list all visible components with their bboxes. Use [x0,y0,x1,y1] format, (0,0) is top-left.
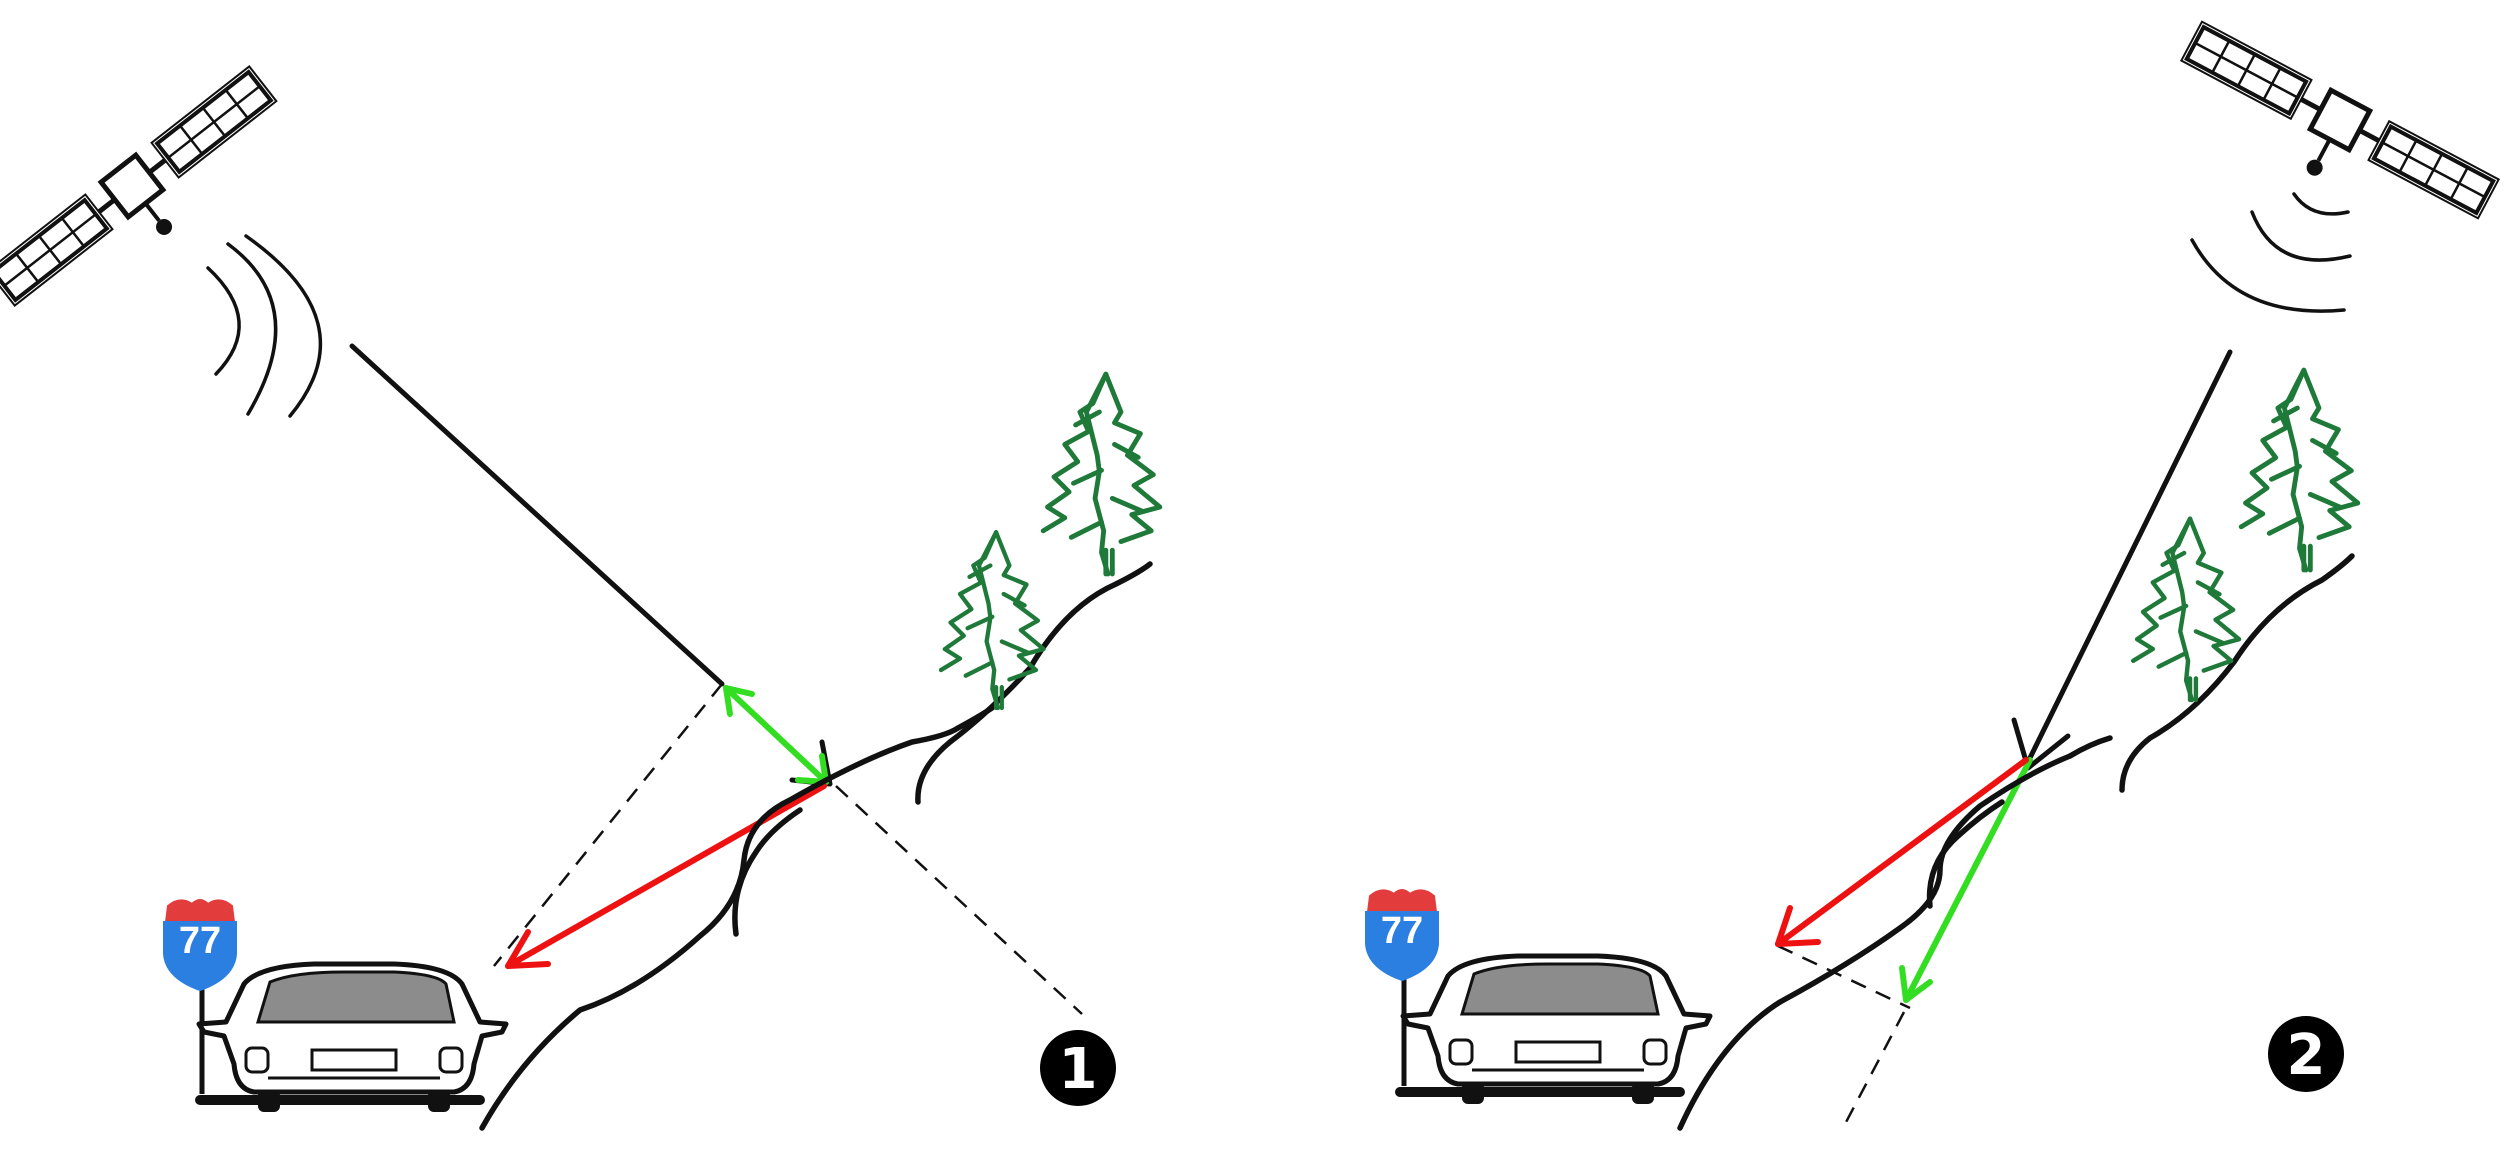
road-sign-number: 77 [179,920,221,962]
mountain-slope [479,561,1153,1131]
car-icon [199,964,506,1112]
slope-normal-dashed-line [835,785,1083,1015]
red-reflection-arrow [1775,757,2029,947]
signal-waves-icon [206,234,323,418]
panel-number: 1 [1059,1037,1098,1102]
panel-number: 2 [2287,1023,2326,1088]
signal-waves-icon [2190,192,2352,313]
panel-number-badge: 2 [2268,1016,2344,1092]
satellite-icon [2163,22,2499,254]
panel-2: 77 2 [1365,22,2499,1131]
green-transmission-arrow [1899,757,2033,1003]
interstate-shield-icon: 77 [1365,889,1439,1086]
panel-1: 77 1 [0,64,1160,1131]
incident-beam [349,343,725,687]
pine-tree-icon [941,374,1160,708]
mountain-slope [1677,553,2355,1131]
incident-beam [2023,349,2233,769]
panel-number-badge: 1 [1040,1030,1116,1106]
pine-tree-icon [2133,370,2358,700]
perpendicular-dashed-line [1777,944,1911,1010]
red-reflection-arrow [505,783,827,969]
slope-normal-dashed-line [1842,1011,1906,1127]
interstate-shield-icon: 77 [163,899,237,1094]
satellite-icon [0,64,279,308]
car-icon [1403,956,1710,1104]
road-sign-number: 77 [1381,910,1423,952]
perpendicular-dashed-line [493,683,723,967]
green-double-arrow [723,685,829,785]
